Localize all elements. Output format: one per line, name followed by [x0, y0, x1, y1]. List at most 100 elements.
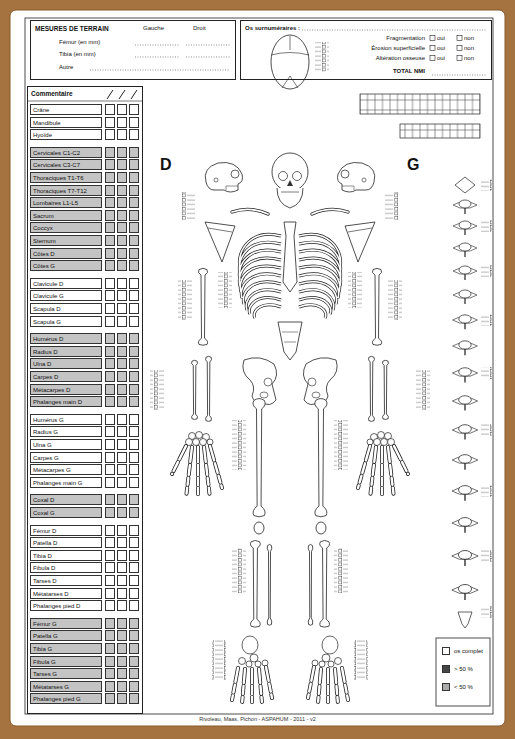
suture-lines: [271, 36, 309, 88]
checkbox-cell: [117, 693, 127, 704]
checkbox-cell: [117, 656, 127, 667]
legend-text: > 50 %: [454, 666, 473, 673]
table-cell: Fémur D: [30, 525, 102, 536]
side-letter: G: [407, 156, 419, 174]
checkbox-cell: [105, 396, 115, 407]
checkbox-cell: [105, 550, 115, 561]
checkbox-cell: [129, 290, 139, 301]
legend-swatch: [442, 647, 450, 655]
table-cell: Phalanges pied G: [30, 693, 102, 704]
checkbox-cell: [117, 303, 127, 314]
legend-text: < 50 %: [454, 684, 473, 691]
checkbox-cell: [105, 588, 115, 599]
table-cell: Patella G: [30, 630, 102, 641]
legend-swatch: [442, 665, 450, 673]
checkbox-cell: [117, 600, 127, 611]
form-box: Os surnuméraires :FragmentationouinonÉro…: [240, 20, 492, 80]
skull-front: [272, 153, 308, 191]
scapula: [205, 222, 235, 262]
checkbox-cell: [129, 477, 139, 488]
checkbox-cell: [117, 494, 127, 505]
table-cell: Humérus D: [30, 333, 102, 344]
table-cell: Tarses D: [30, 575, 102, 586]
table-cell: Hyoïde: [30, 129, 102, 140]
checkbox-cell: [129, 618, 139, 629]
checkbox-cell: [129, 693, 139, 704]
sternum: [283, 222, 297, 292]
checkbox-cell: [105, 147, 115, 158]
table-cell: Ulna D: [30, 358, 102, 369]
checkbox-cell: [117, 316, 127, 327]
checkbox-cell: [129, 537, 139, 548]
table-cell: Thoraciques T7-T12: [30, 185, 102, 196]
field-label: non: [464, 55, 474, 62]
table-cell: Phalanges main D: [30, 396, 102, 407]
field-label: Fragmentation: [386, 35, 425, 42]
checkbox-cell: [129, 222, 139, 233]
checkbox-cell: [105, 494, 115, 505]
checkbox-cell: [129, 129, 139, 140]
checkbox-cell: [129, 630, 139, 641]
table-cell: Côtes G: [30, 260, 102, 271]
checklist: [212, 640, 226, 680]
table-cell: Côtes D: [30, 248, 102, 259]
checkbox-cell: [117, 562, 127, 573]
ulna: [206, 356, 212, 421]
table-cell: Crâne: [30, 104, 102, 115]
checkbox-cell: [117, 104, 127, 115]
checkbox-cell: [129, 562, 139, 573]
checkbox-cell: [105, 159, 115, 170]
field-label: TOTAL NMI: [393, 68, 425, 75]
checkbox-cell: [117, 210, 127, 221]
table-cell: Coxal G: [30, 507, 102, 518]
checkbox-cell: [105, 525, 115, 536]
table-cell: Sternum: [30, 235, 102, 246]
checklist: [150, 370, 164, 410]
coxal: [243, 358, 277, 405]
dentition-grid: [360, 94, 480, 114]
ribs: [239, 234, 281, 318]
checkbox-cell: [105, 210, 115, 221]
checkbox-cell: [117, 260, 127, 271]
checkbox-cell: [129, 525, 139, 536]
checkbox-cell: [117, 630, 127, 641]
field-label: Autre: [59, 64, 73, 71]
checkbox-cell: [117, 452, 127, 463]
checkbox-cell: [129, 575, 139, 586]
checkbox-cell: [105, 414, 115, 425]
field-label: Fémur (en mm): [59, 39, 100, 46]
checkbox-cell: [117, 464, 127, 475]
checkbox-cell: [117, 384, 127, 395]
checkbox-cell: [105, 117, 115, 128]
field-label: non: [464, 45, 474, 52]
checkbox-cell: [117, 371, 127, 382]
checkbox-cell: [105, 507, 115, 518]
table-cell: Métatarses D: [30, 588, 102, 599]
checkbox-cell: [105, 278, 115, 289]
field-label: non: [464, 35, 474, 42]
checkbox-cell: [129, 333, 139, 344]
table-cell: Patella D: [30, 537, 102, 548]
checkbox-cell: [129, 346, 139, 357]
checkbox-cell: [117, 346, 127, 357]
checkbox-cell: [105, 439, 115, 450]
checkbox-cell: [129, 681, 139, 692]
side-letter: D: [160, 156, 172, 174]
checkbox-cell: [129, 643, 139, 654]
table-cell: Scapula G: [30, 316, 102, 327]
table-cell: Radius D: [30, 346, 102, 357]
checkbox-cell: [129, 588, 139, 599]
table-cell: Tibia G: [30, 643, 102, 654]
field-label: Droit: [193, 25, 206, 32]
table-cell: Radius G: [30, 426, 102, 437]
table-cell: Métatarses G: [30, 681, 102, 692]
checkbox-cell: [129, 185, 139, 196]
checkbox-cell: [129, 550, 139, 561]
field-label: oui: [437, 45, 445, 52]
table-cell: Fémur G: [30, 618, 102, 629]
table-cell: Clavicule D: [30, 278, 102, 289]
checkbox-cell: [129, 358, 139, 369]
cranium-top: [271, 35, 309, 89]
checkbox-cell: [117, 477, 127, 488]
checkbox-cell: [129, 260, 139, 271]
